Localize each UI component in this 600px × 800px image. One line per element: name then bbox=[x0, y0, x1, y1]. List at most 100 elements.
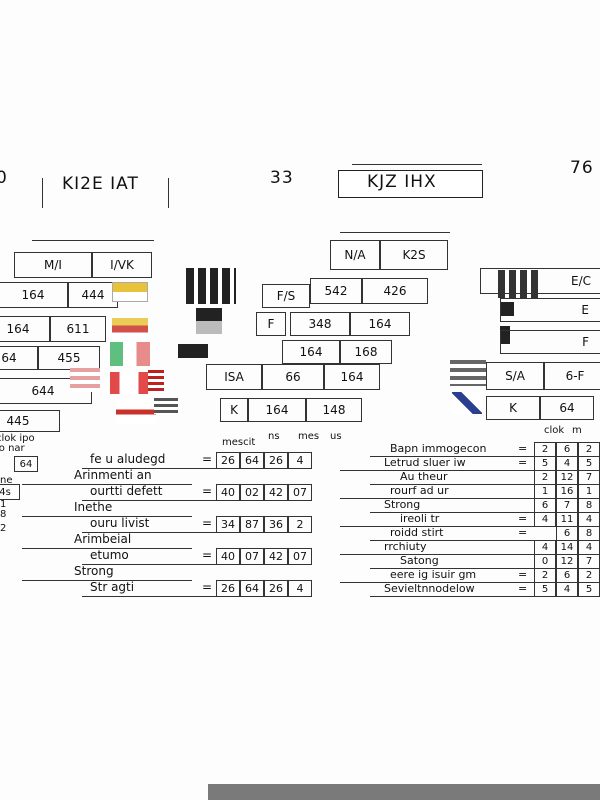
right-table-row-equals: = bbox=[518, 456, 528, 469]
center-panel-r2-v1: 348 bbox=[290, 312, 350, 336]
right-table-value-cell: 0 bbox=[534, 554, 556, 569]
flag-icon-usa bbox=[148, 370, 164, 392]
qr-block-icon-1 bbox=[186, 268, 236, 304]
header-left-divider-2 bbox=[168, 178, 169, 208]
qr-block-icon-right-2 bbox=[500, 302, 514, 316]
right-table-value-cell: 6 bbox=[556, 526, 578, 541]
header-left-num: 0 bbox=[0, 168, 8, 188]
left-table-value-cell: 2 bbox=[288, 516, 312, 533]
left-table-row-rule bbox=[82, 468, 312, 469]
right-table-value-cell: 14 bbox=[556, 540, 578, 555]
left-table-value-cell: 40 bbox=[216, 548, 240, 565]
center-panel-r1-label: F/S bbox=[262, 284, 310, 308]
left-panel-mini-2: 4s bbox=[0, 484, 20, 500]
right-table-value-cell: 6 bbox=[534, 498, 556, 513]
right-panel-r2c1: K bbox=[486, 396, 540, 420]
center-panel-r5-label: K bbox=[220, 398, 248, 422]
left-table-row-label: Strong bbox=[74, 564, 114, 578]
right-table-row-rule bbox=[370, 596, 600, 597]
left-table-row-rule bbox=[82, 500, 312, 501]
right-table-row-rule bbox=[370, 484, 600, 485]
qr-block-icon-2 bbox=[196, 308, 222, 334]
center-col-caption-4: us bbox=[330, 431, 342, 442]
left-table-row-rule bbox=[22, 548, 192, 549]
right-table-value-cell: 2 bbox=[534, 442, 556, 457]
left-table-row-rule bbox=[22, 580, 192, 581]
right-table-row-rule bbox=[340, 526, 570, 527]
left-table-row-equals: = bbox=[202, 516, 213, 530]
right-table-row-rule bbox=[340, 498, 570, 499]
right-table-value-cell: 4 bbox=[578, 540, 600, 555]
flag-icon-stripes-left bbox=[70, 368, 100, 392]
right-table-row-label: Strong bbox=[384, 498, 421, 511]
right-table-row-label: roidd stirt bbox=[390, 526, 444, 539]
left-panel-r3c2: 455 bbox=[38, 346, 100, 370]
flag-icon-center bbox=[154, 398, 178, 414]
left-table-row-label: etumo bbox=[90, 548, 129, 562]
bottom-scroll-bar[interactable] bbox=[208, 784, 600, 800]
center-panel-r5-v2: 148 bbox=[306, 398, 362, 422]
header-left-divider bbox=[42, 178, 43, 208]
left-table-row-equals: = bbox=[202, 484, 213, 498]
header-right-num: 76 bbox=[570, 158, 594, 178]
left-table-value-cell: 26 bbox=[216, 452, 240, 469]
left-table-value-cell: 07 bbox=[240, 548, 264, 565]
right-panel-header-3: F bbox=[500, 330, 600, 354]
qr-block-icon-right-3 bbox=[500, 326, 510, 344]
header-center-num: 33 bbox=[270, 168, 294, 188]
header-center-underline bbox=[352, 164, 482, 165]
qr-block-icon-3 bbox=[178, 344, 208, 358]
center-panel-header-2: K2S bbox=[380, 240, 448, 270]
left-table-row-rule bbox=[82, 532, 312, 533]
left-table-row-rule bbox=[82, 596, 312, 597]
left-panel-caption-a: clok ipo bbox=[0, 433, 35, 444]
flag-icon-striped bbox=[112, 318, 148, 340]
right-table-row-rule bbox=[370, 512, 600, 513]
flag-icon-green bbox=[110, 342, 150, 366]
side-left-label-3: 8 bbox=[0, 509, 7, 520]
right-table-row-label: rrchiuty bbox=[384, 540, 427, 553]
left-table-value-cell: 87 bbox=[240, 516, 264, 533]
left-table-value-cell: 4 bbox=[288, 580, 312, 597]
right-panel-caption-1: clok bbox=[544, 425, 565, 436]
right-table-value-cell: 5 bbox=[578, 456, 600, 471]
center-col-caption-1: mescit bbox=[222, 437, 256, 448]
center-panel-r4-label: ISA bbox=[206, 364, 262, 390]
right-table-row-label: Bapn immogecon bbox=[390, 442, 487, 455]
left-panel-r1c2: 444 bbox=[68, 282, 118, 308]
center-panel-r3-v2: 168 bbox=[340, 340, 392, 364]
left-table-value-cell: 64 bbox=[240, 452, 264, 469]
right-table-value-cell: 12 bbox=[556, 470, 578, 485]
flag-icon-uk bbox=[116, 400, 156, 424]
right-table-value-cell: 4 bbox=[556, 582, 578, 597]
right-table-value-cell: 2 bbox=[578, 568, 600, 583]
right-table-row-equals: = bbox=[518, 526, 528, 539]
left-table-row-equals: = bbox=[202, 548, 213, 562]
right-table-row-rule bbox=[340, 582, 570, 583]
left-table-row-rule bbox=[22, 516, 192, 517]
center-panel-r2-label: F bbox=[256, 312, 286, 336]
left-table-value-cell: 07 bbox=[288, 548, 312, 565]
center-panel-r1-v2: 426 bbox=[362, 278, 428, 304]
left-table-value-cell: 26 bbox=[264, 452, 288, 469]
header-center-title: KJZ IHX bbox=[367, 172, 437, 192]
left-table-row-label: Arinmenti an bbox=[74, 468, 152, 482]
right-panel-header-1: E/C bbox=[480, 268, 600, 294]
center-panel-r1-v1: 542 bbox=[310, 278, 362, 304]
left-panel-r1c1: 164 bbox=[0, 282, 68, 308]
center-panel-r2-v2: 164 bbox=[350, 312, 410, 336]
right-table-row-label: Au theur bbox=[400, 470, 448, 483]
left-panel-r5c1: 445 bbox=[0, 410, 60, 432]
right-table-row-label: Satong bbox=[400, 554, 439, 567]
left-table-row-rule bbox=[22, 484, 192, 485]
left-table-row-label: ouru livist bbox=[90, 516, 150, 530]
right-table-value-cell: 4 bbox=[534, 540, 556, 555]
right-table-value-cell: 5 bbox=[534, 456, 556, 471]
center-panel-top-rule bbox=[340, 232, 450, 233]
left-table-row-label: ourtti defett bbox=[90, 484, 163, 498]
right-table-value-cell: 5 bbox=[578, 582, 600, 597]
right-table-row-rule bbox=[340, 470, 570, 471]
right-table-value-cell: 7 bbox=[556, 498, 578, 513]
flag-icon-right-uk bbox=[452, 392, 482, 414]
right-table-value-cell: 7 bbox=[578, 470, 600, 485]
